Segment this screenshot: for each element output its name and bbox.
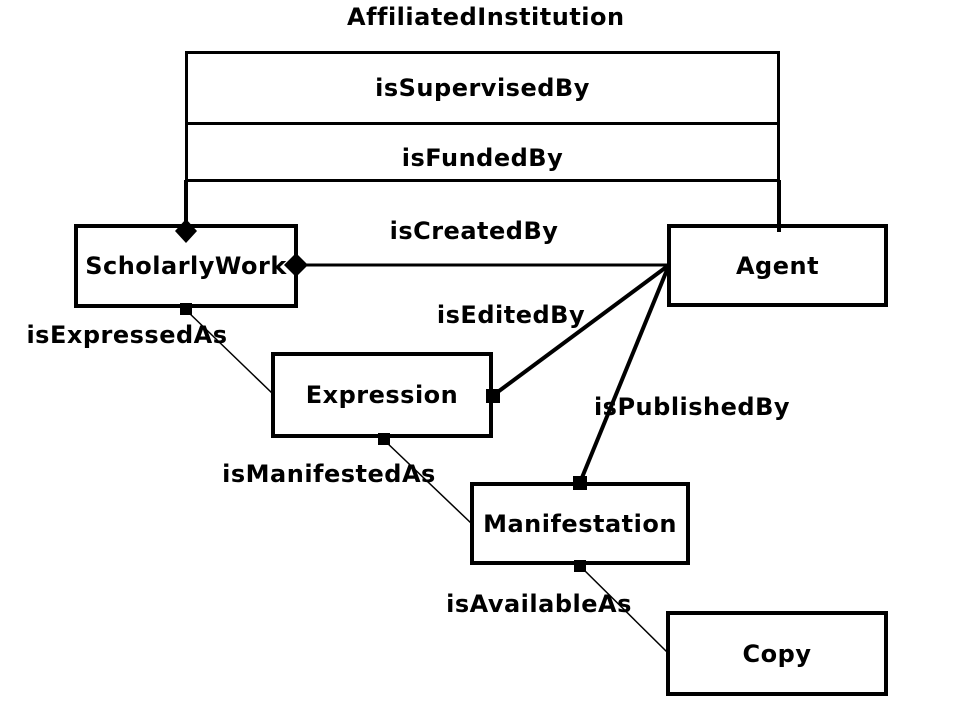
edge-label-issupervisedby: isSupervisedBy <box>375 74 590 102</box>
edge-label-isfundedby: isFundedBy <box>401 144 564 172</box>
node-label-scholarlywork: ScholarlyWork <box>85 252 287 280</box>
edge-label-isavailableas: isAvailableAs <box>446 590 632 618</box>
edge-ispublishedby-line <box>579 264 671 481</box>
edge-label-ispublishedby: isPublishedBy <box>593 393 791 421</box>
node-expression: Expression <box>271 352 493 438</box>
node-agent: Agent <box>667 224 888 307</box>
affiliated-institution-compartment: isSupervisedBy isFundedBy <box>185 51 780 182</box>
node-label-copy: Copy <box>742 639 812 668</box>
node-manifestation: Manifestation <box>470 482 690 565</box>
diagram-title: AffiliatedInstitution <box>347 3 625 31</box>
node-label-agent: Agent <box>735 251 820 280</box>
edge-label-iscreatedby: isCreatedBy <box>389 217 559 245</box>
compartment-cell-issupervisedby: isSupervisedBy <box>188 54 777 125</box>
edge-label-ismanifestedas: isManifestedAs <box>222 460 436 488</box>
compartment-cell-isfundedby: isFundedBy <box>188 125 777 179</box>
node-scholarlywork: ScholarlyWork <box>74 224 298 308</box>
node-label-expression: Expression <box>305 381 459 409</box>
edge-label-iseditedby: isEditedBy <box>436 301 586 329</box>
node-copy: Copy <box>666 611 888 696</box>
edge-iseditedby-line <box>493 263 671 396</box>
edge-label-isexpressedas: isExpressedAs <box>26 321 228 349</box>
node-label-manifestation: Manifestation <box>483 509 677 538</box>
